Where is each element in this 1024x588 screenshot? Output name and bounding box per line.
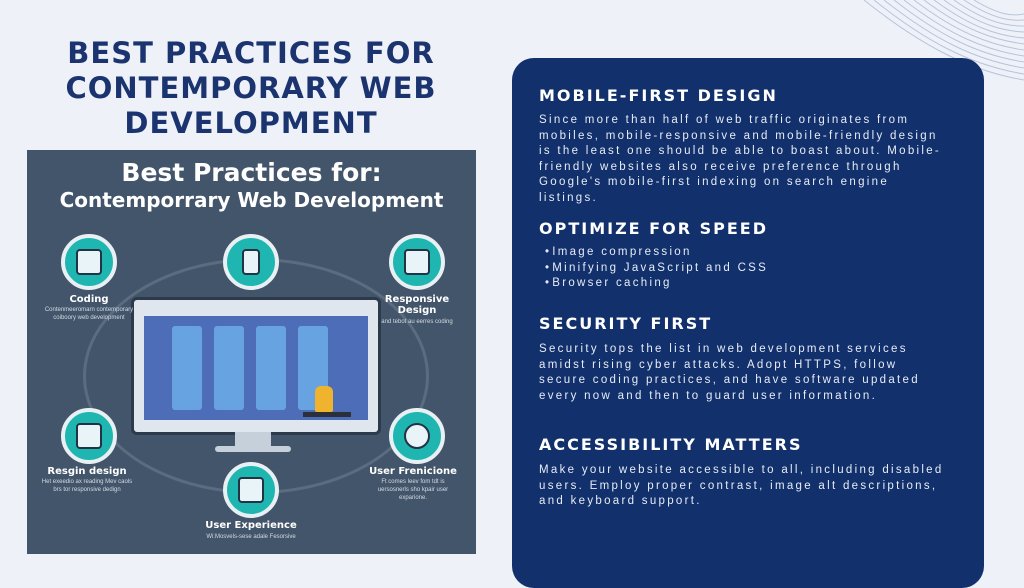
hero-title-line2: Contemporrary Web Development (59, 188, 444, 212)
heading-accessibility: ACCESSIBILITY MATTERS (539, 435, 803, 454)
developer-figure (315, 386, 333, 412)
text-security: Security tops the list in web developmen… (539, 343, 920, 402)
user-experience-icon (223, 462, 279, 518)
list-item: Browser caching (545, 276, 768, 292)
node-sub-coding: Contenmeeromarn contemporary coiboory we… (44, 307, 134, 321)
monitor-base (215, 446, 291, 452)
node-label-responsive: Responsive Design (384, 294, 450, 316)
desk (303, 412, 351, 417)
heading-security: SECURITY FIRST (539, 314, 713, 333)
notepad-pencil-icon (61, 408, 117, 464)
content-panel (512, 58, 984, 588)
speed-list: Image compression Minifying JavaScript a… (545, 245, 768, 292)
text-mobile-first: Since more than half of web traffic orig… (539, 114, 942, 204)
node-sub-responsive: and tebot au eerres coding (381, 319, 453, 325)
heading-mobile-first: MOBILE-FIRST DESIGN (539, 86, 778, 105)
node-label-resgin: Resgin design (47, 466, 127, 477)
node-sub-resgin: Het exeedio ax reading Mev caols brs tor… (41, 479, 133, 493)
list-item: Image compression (545, 245, 768, 261)
hero-title-line1: Best Practices for: (121, 158, 382, 187)
node-sub-ux: Wi:Mosvels-sese adale Fesorsive (206, 534, 296, 540)
mobile-device-icon (223, 234, 279, 290)
list-item: Minifying JavaScript and CSS (545, 261, 768, 277)
hero-illustration: Best Practices for: Contemporrary Web De… (27, 150, 476, 554)
responsive-tablet-icon (389, 234, 445, 290)
text-accessibility: Make your website accessible to all, inc… (539, 464, 944, 507)
monitor-stand (235, 432, 271, 448)
page-title: BEST PRACTICES FOR CONTEMPORARY WEB DEVE… (65, 36, 437, 140)
monitor-screen (144, 316, 368, 420)
globe-icon (389, 408, 445, 464)
node-label-ux: User Experience (205, 520, 297, 531)
heading-speed: OPTIMIZE FOR SPEED (539, 219, 768, 238)
node-label-coding: Coding (69, 294, 109, 305)
decorative-wave-lines (863, 0, 1024, 81)
node-sub-frenicione: Ft comes leev fom tdt is uersosnerls sho… (377, 479, 449, 501)
code-document-icon (61, 234, 117, 290)
node-label-frenicione: User Frenicione (369, 466, 457, 477)
